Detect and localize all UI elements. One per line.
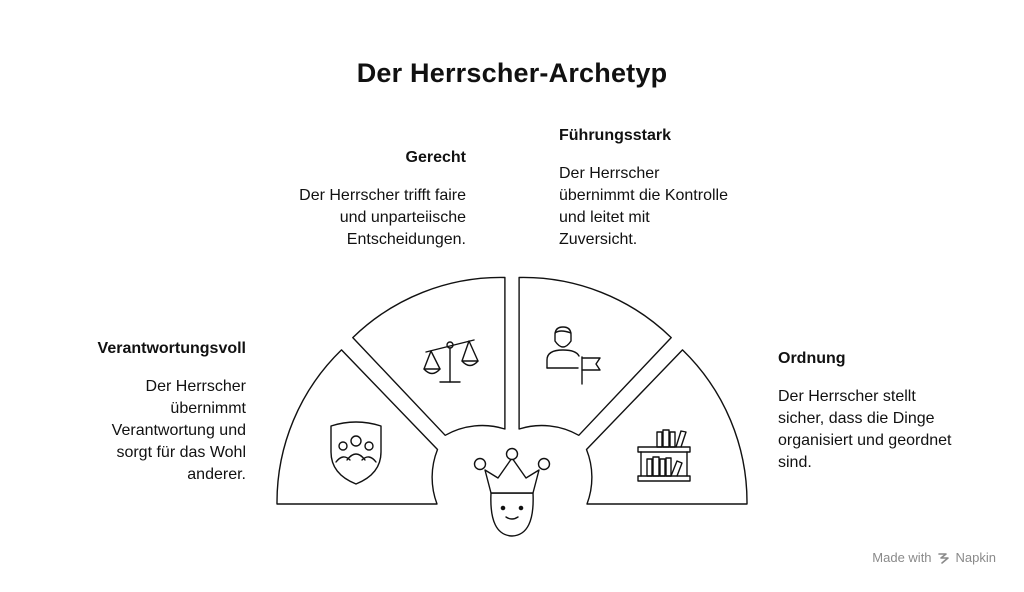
description-line: anderer. <box>187 466 246 483</box>
description-line: Der Herrscher stellt <box>778 388 916 405</box>
description-line: Der Herrscher trifft faire <box>299 187 466 204</box>
section-heading: Gerecht <box>405 149 466 166</box>
section-description: Der Herrscher übernimmt Verantwortung un… <box>70 376 246 486</box>
description-line: übernimmt <box>170 400 246 417</box>
made-with-napkin-link[interactable]: Made with Napkin <box>872 550 996 565</box>
people-shield-icon <box>330 421 382 485</box>
section-description: Der Herrscher stellt sicher, dass die Di… <box>778 386 998 474</box>
segment-fuehrungsstark <box>518 276 672 436</box>
section-heading: Führungsstark <box>559 127 672 144</box>
segment-ordnung <box>585 349 748 505</box>
napkin-logo-icon <box>937 552 949 564</box>
crowned-king-icon <box>473 447 551 537</box>
section-heading: Ordnung <box>778 350 846 367</box>
description-line: übernimmt die Kontrolle <box>559 187 728 204</box>
description-line: Zuversicht. <box>559 231 638 248</box>
leader-flag-icon <box>546 326 601 385</box>
description-line: Der Herrscher <box>145 378 246 395</box>
section-description: Der Herrscher trifft faire und unparteii… <box>250 185 466 251</box>
description-line: sind. <box>778 454 812 471</box>
section-gerecht: Gerecht Der Herrscher trifft faire und u… <box>250 149 466 251</box>
description-line: und leitet mit <box>559 209 650 226</box>
section-ordnung: Ordnung Der Herrscher stellt sicher, das… <box>778 350 998 474</box>
section-description: Der Herrscher übernimmt die Kontrolle un… <box>559 163 779 251</box>
description-line: und unparteiische <box>339 209 466 226</box>
diagram-title: Der Herrscher-Archetyp <box>356 58 668 88</box>
bookshelf-icon <box>637 429 691 482</box>
footer-text: Made with <box>872 550 932 565</box>
section-verantwortungsvoll: Verantwortungsvoll Der Herrscher übernim… <box>70 340 246 486</box>
footer-brand: Napkin <box>955 550 996 565</box>
description-line: Entscheidungen. <box>346 231 466 248</box>
section-heading: Verantwortungsvoll <box>97 340 246 357</box>
segment-verantwortungsvoll <box>276 349 439 505</box>
section-fuehrungsstark: Führungsstark Der Herrscher übernimmt di… <box>559 127 779 251</box>
description-line: Verantwortung und <box>111 422 246 439</box>
description-line: sorgt für das Wohl <box>116 444 246 461</box>
description-line: sicher, dass die Dinge <box>778 410 935 427</box>
description-line: Der Herrscher <box>559 165 660 182</box>
description-line: organisiert und geordnet <box>778 432 952 449</box>
scales-icon <box>423 339 479 383</box>
